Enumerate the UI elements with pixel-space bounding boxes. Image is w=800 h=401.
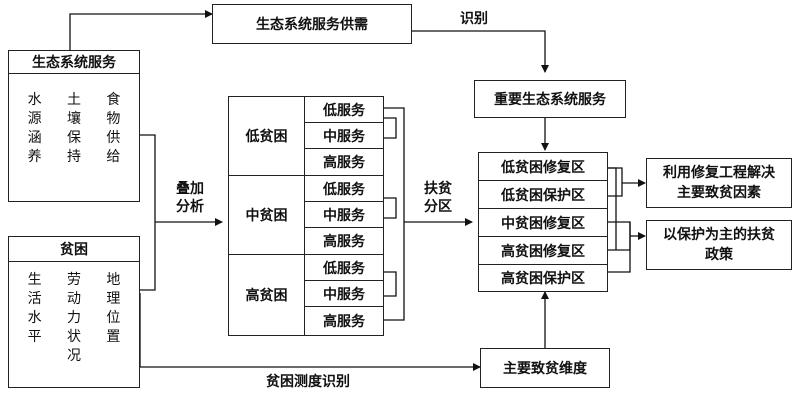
overlay-analysis-label: 叠加 分析 bbox=[176, 180, 204, 216]
overlay-line-1: 叠加 bbox=[176, 181, 204, 197]
service-high-2: 高服务 bbox=[305, 228, 383, 255]
grid-cell: 养 bbox=[27, 149, 42, 165]
grid-cell: 壤 bbox=[66, 111, 81, 127]
poverty-measure-label: 贫困测度识别 bbox=[266, 374, 350, 390]
grid-cell: 理 bbox=[106, 291, 121, 307]
arrow-eco-to-supply bbox=[69, 10, 213, 50]
important-services-box: 重要生态系统服务 bbox=[474, 80, 626, 118]
merge-bracket-services bbox=[384, 107, 405, 321]
ecosystem-services-title: 生态系统服务 bbox=[9, 51, 139, 74]
arrow-poverty-measure bbox=[139, 293, 481, 371]
overlay-line-2: 分析 bbox=[176, 199, 204, 215]
main-factor-box: 主要致贫维度 bbox=[480, 348, 610, 388]
zone-mid-repair: 中贫困修复区 bbox=[479, 209, 607, 237]
outcome-repair-box: 利用修复工程解决主要致贫因素 bbox=[646, 158, 792, 208]
zoning-line-1: 扶贫 bbox=[424, 181, 452, 197]
grid-cell: 劳 bbox=[66, 272, 81, 288]
grid-cell: 涵 bbox=[27, 130, 42, 146]
grid-cell: 平 bbox=[27, 329, 42, 345]
service-mid-2: 中服务 bbox=[305, 202, 383, 228]
service-low-1: 低服务 bbox=[305, 97, 383, 123]
poverty-list: 生 劳 地 活 动 理 水 力 位 平 状 置 况 bbox=[15, 271, 133, 366]
zone-high-protect: 高贫困保护区 bbox=[501, 271, 585, 287]
zone-high-repair: 高贫困修复区 bbox=[479, 237, 607, 265]
grid-cell: 况 bbox=[66, 348, 81, 364]
grid-cell: 动 bbox=[66, 291, 81, 307]
outcome-protect-box: 以保护为主的扶贫政策 bbox=[646, 220, 792, 270]
service-high-1: 高服务 bbox=[305, 149, 383, 176]
grid-cell: 置 bbox=[106, 329, 121, 345]
grid-cell: 保 bbox=[66, 130, 81, 146]
grid-cell: 活 bbox=[27, 291, 42, 307]
grid-cell: 物 bbox=[106, 111, 121, 127]
poverty-service-matrix: 低贫困 中贫困 高贫困 低服务 中服务 高服务 低服务 中服务 高服务 低服务 … bbox=[228, 96, 384, 336]
supply-demand-box: 生态系统服务供需 bbox=[212, 4, 412, 44]
grid-cell: 给 bbox=[106, 149, 121, 165]
zones-box: 低贫困修复区 低贫困保护区 中贫困修复区 高贫困修复区 高贫困保护区 bbox=[478, 152, 608, 292]
grid-cell: 源 bbox=[27, 111, 42, 127]
ecosystem-services-box: 生态系统服务 水 土 食 源 壤 物 涵 保 供 养 持 给 bbox=[8, 50, 140, 202]
poverty-level-high: 高贫困 bbox=[229, 255, 305, 335]
grid-cell: 水 bbox=[27, 310, 42, 326]
grid-cell: 生 bbox=[27, 272, 42, 288]
grid-cell: 持 bbox=[66, 149, 81, 165]
grid-cell: 地 bbox=[106, 272, 121, 288]
zone-low-repair: 低贫困修复区 bbox=[479, 153, 607, 181]
bracket-repair-top bbox=[608, 167, 623, 197]
grid-cell: 水 bbox=[27, 92, 42, 108]
service-low-3: 低服务 bbox=[305, 255, 383, 281]
identify-label: 识别 bbox=[460, 11, 488, 27]
service-high-3: 高服务 bbox=[323, 314, 365, 330]
grid-cell: 土 bbox=[66, 92, 81, 108]
grid-cell bbox=[15, 347, 54, 366]
poverty-title: 贫困 bbox=[9, 237, 139, 262]
service-low-2: 低服务 bbox=[305, 176, 383, 202]
service-mid-3: 中服务 bbox=[305, 281, 383, 307]
grid-cell: 位 bbox=[106, 310, 121, 326]
poverty-zoning-label: 扶贫 分区 bbox=[424, 180, 452, 216]
grid-cell bbox=[94, 347, 133, 366]
zoning-line-2: 分区 bbox=[424, 199, 452, 215]
grid-cell: 状 bbox=[66, 329, 81, 345]
ecosystem-services-list: 水 土 食 源 壤 物 涵 保 供 养 持 给 bbox=[15, 91, 133, 167]
grid-cell: 力 bbox=[66, 310, 81, 326]
grid-cell: 食 bbox=[106, 92, 121, 108]
poverty-box: 贫困 生 劳 地 活 动 理 水 力 位 平 状 置 况 bbox=[8, 236, 140, 388]
zone-low-protect: 低贫困保护区 bbox=[479, 181, 607, 209]
poverty-level-mid: 中贫困 bbox=[229, 176, 305, 255]
grid-cell: 供 bbox=[106, 130, 121, 146]
service-mid-1: 中服务 bbox=[305, 123, 383, 149]
poverty-level-low: 低贫困 bbox=[229, 97, 305, 176]
arrow-identify bbox=[412, 30, 549, 73]
merge-bracket-left bbox=[140, 134, 156, 291]
